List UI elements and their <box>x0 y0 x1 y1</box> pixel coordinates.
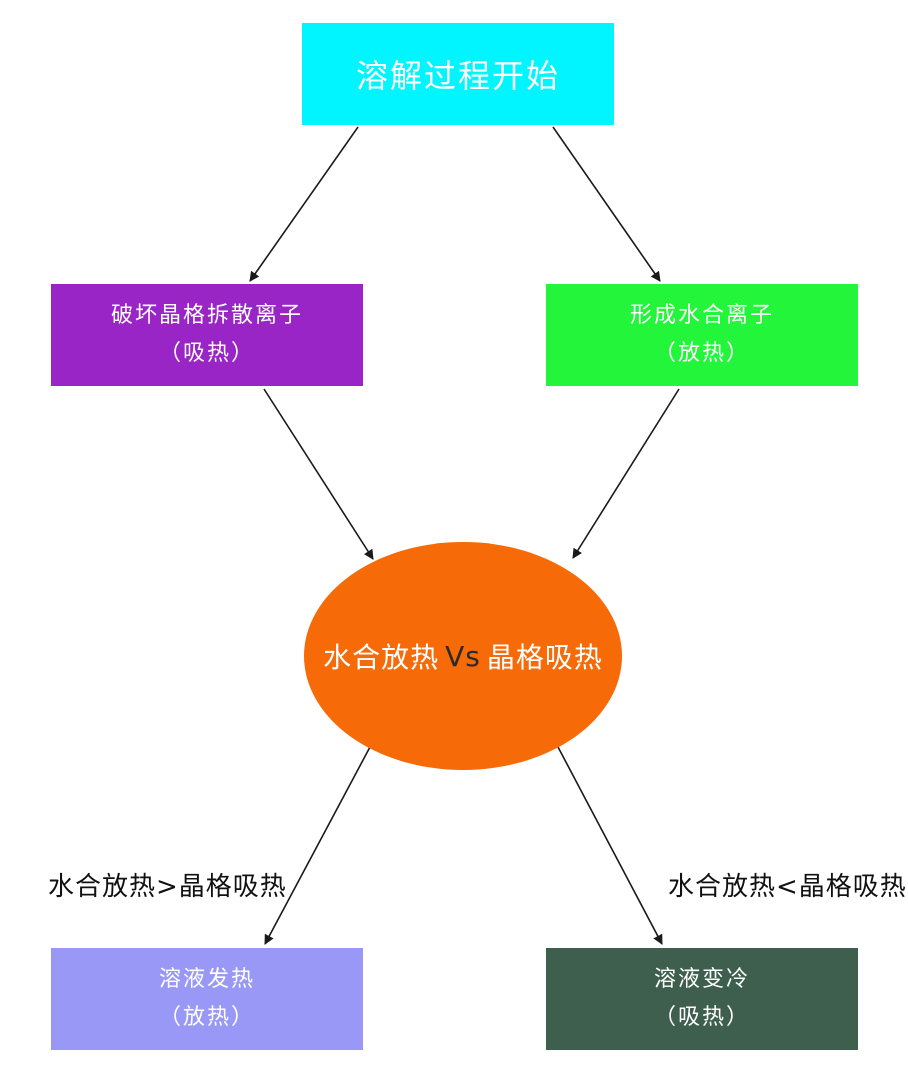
condition-left-label: 水合放热>晶格吸热 <box>48 872 287 902</box>
lattice-breaking-note: （吸热） <box>158 341 255 366</box>
condition-right-label: 水合放热<晶格吸热 <box>668 872 907 902</box>
hydrated-ions-note: （放热） <box>653 341 750 366</box>
arrow-start-to-right <box>552 126 661 282</box>
arrow-center-to-bottom-left <box>264 746 371 945</box>
solution-cools-label: 溶液变冷 <box>653 967 750 992</box>
solution-cools-node: 溶液变冷 （吸热） <box>546 948 858 1050</box>
start-node-label: 溶解过程开始 <box>355 57 560 95</box>
arrow-left-to-center <box>263 388 374 560</box>
solution-heats-node: 溶液发热 （放热） <box>51 948 363 1050</box>
hydrated-ions-label: 形成水合离子 <box>629 303 774 328</box>
hydrated-ions-node: 形成水合离子 （放热） <box>546 284 858 386</box>
arrow-right-to-center <box>572 388 680 559</box>
start-node: 溶解过程开始 <box>302 23 614 125</box>
comparison-part1: 水合放热 <box>323 641 440 674</box>
solution-heats-note: （放热） <box>158 1005 255 1030</box>
lattice-breaking-label: 破坏晶格拆散离子 <box>110 303 303 328</box>
lattice-breaking-node: 破坏晶格拆散离子 （吸热） <box>51 284 363 386</box>
arrow-center-to-bottom-right <box>557 746 663 945</box>
comparison-node: 水合放热 Vs 晶格吸热 <box>304 542 622 770</box>
solution-heats-label: 溶液发热 <box>158 967 255 992</box>
arrow-start-to-left <box>249 126 359 282</box>
comparison-vs: Vs <box>445 639 481 673</box>
comparison-part2: 晶格吸热 <box>486 641 603 674</box>
solution-cools-note: （吸热） <box>653 1005 750 1030</box>
